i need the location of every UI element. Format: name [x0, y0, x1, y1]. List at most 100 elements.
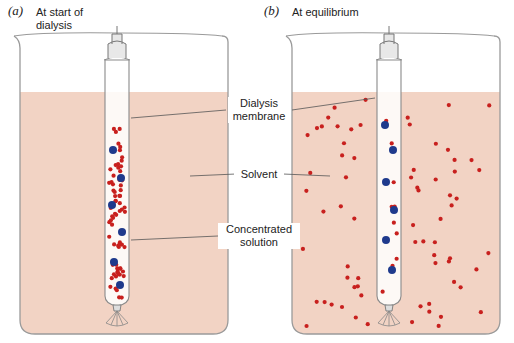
molecule-dot: [339, 204, 343, 208]
molecule-dot: [111, 182, 115, 186]
molecule-dot: [344, 175, 348, 179]
molecule-dot: [434, 177, 438, 181]
molecule-dot: [356, 276, 360, 280]
molecule-dot: [304, 324, 308, 328]
molecule-dot: [409, 175, 413, 179]
molecule-dot: [395, 257, 399, 261]
molecule-dot: [390, 141, 394, 145]
molecule-dot: [118, 148, 122, 152]
molecule-dot: [116, 162, 120, 166]
molecule-dot: [352, 285, 356, 289]
molecule-dot: [320, 124, 324, 128]
molecule-dot: [358, 123, 362, 127]
molecule-dot: [418, 304, 422, 308]
molecule-dot: [109, 218, 113, 222]
molecule-dot: [122, 245, 126, 249]
molecule-dot: [366, 322, 370, 326]
molecule-dot: [113, 194, 117, 198]
molecule-dot: [112, 242, 116, 246]
molecule-dot: [395, 231, 399, 235]
molecule-dot: [115, 266, 119, 270]
molecule-dot: [315, 126, 319, 130]
molecule-dot: [381, 290, 385, 294]
molecule-dot: [427, 310, 431, 314]
molecule-dot: [323, 300, 327, 304]
molecule-dot: [111, 174, 115, 178]
molecule-dot: [321, 209, 325, 213]
molecule-dot: [452, 158, 456, 162]
callout-label: Solvent: [234, 168, 284, 181]
molecule-dot: [354, 315, 358, 319]
molecule-dot: [108, 167, 112, 171]
molecule-dot: [479, 310, 483, 314]
molecule-dot: [389, 146, 397, 154]
molecule-dot: [413, 240, 417, 244]
callout-label: Concentrated solution: [218, 223, 300, 249]
leader-line: [292, 98, 375, 110]
molecule-dot: [388, 266, 396, 274]
panel-letter: (b): [262, 4, 281, 17]
molecule-dot: [340, 305, 344, 309]
molecule-dot: [450, 203, 454, 207]
molecule-dot: [427, 302, 431, 306]
molecule-dot: [315, 300, 319, 304]
molecule-dot: [352, 217, 356, 221]
molecule-dot: [110, 223, 114, 227]
molecule-dot: [433, 240, 437, 244]
molecule-dot: [119, 188, 123, 192]
molecule-dot: [446, 148, 450, 152]
molecule-dot: [477, 168, 481, 172]
molecule-dot: [123, 210, 127, 214]
molecule-dot: [305, 133, 309, 137]
molecule-dot: [115, 288, 119, 292]
molecule-dot: [335, 124, 339, 128]
molecule-dot: [116, 272, 120, 276]
molecule-dot: [109, 146, 117, 154]
molecule-dot: [392, 180, 396, 184]
molecule-dot: [118, 209, 122, 213]
molecule-dot: [486, 251, 490, 255]
molecule-dot: [459, 285, 463, 289]
molecule-dot: [382, 178, 390, 186]
molecule-dot: [438, 217, 442, 221]
molecule-dot: [120, 155, 124, 159]
callout-label: Dialysis membrane: [228, 97, 290, 123]
molecule-dot: [439, 315, 443, 319]
molecule-dot: [122, 274, 126, 278]
molecule-dots: [107, 98, 491, 328]
molecule-dot: [114, 213, 118, 217]
molecule-dot: [118, 228, 126, 236]
molecule-dot: [117, 242, 121, 246]
molecule-dot: [342, 141, 346, 145]
molecule-dot: [330, 302, 334, 306]
panel-title: At equilibrium: [290, 6, 384, 19]
molecule-dot: [107, 181, 111, 185]
molecule-dot: [352, 156, 356, 160]
molecule-dot: [487, 103, 491, 107]
molecule-dot: [448, 256, 452, 260]
molecule-dot: [116, 281, 124, 289]
molecule-dot: [412, 168, 416, 172]
molecule-dot: [448, 193, 452, 197]
molecule-dot: [432, 253, 436, 257]
molecule-dot: [118, 127, 122, 131]
leader-lines: [131, 98, 375, 240]
molecule-dot: [304, 189, 308, 193]
molecule-dot: [119, 183, 123, 187]
molecule-dot: [112, 272, 116, 276]
molecule-dot: [118, 201, 122, 205]
molecule-dot: [469, 158, 473, 162]
molecule-dot: [118, 194, 122, 198]
molecule-dot: [308, 171, 312, 175]
molecule-dot: [433, 261, 437, 265]
molecule-dot: [406, 116, 410, 120]
molecule-dot: [452, 280, 456, 284]
molecule-dot: [120, 295, 124, 299]
beaker-a: [14, 26, 228, 334]
molecule-dot: [326, 115, 330, 119]
molecule-dot: [382, 236, 390, 244]
molecule-dot: [117, 194, 121, 198]
panel-title: At start of dialysis: [34, 6, 112, 32]
panel-letter: (a): [6, 4, 25, 17]
